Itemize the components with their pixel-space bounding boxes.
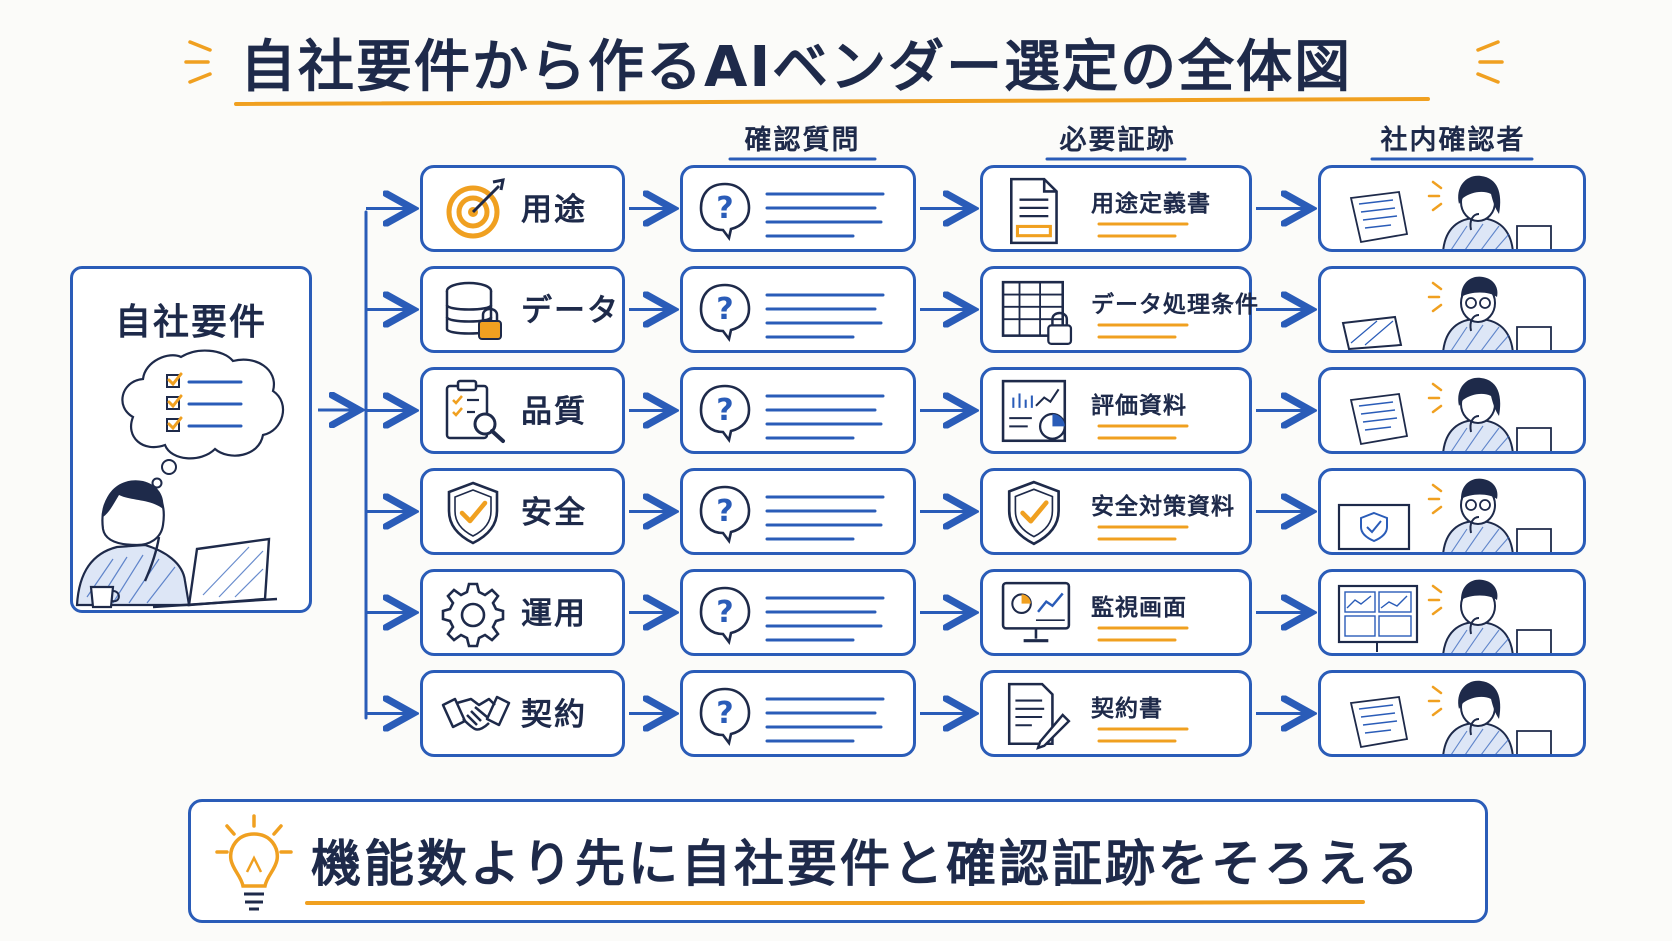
category-box: 品質 — [420, 367, 625, 454]
shield-check-icon — [447, 481, 499, 545]
contract-pen-icon — [1007, 682, 1071, 750]
category-label: 運用 — [521, 596, 587, 632]
reviewer-illustration — [1341, 276, 1552, 350]
question-box: ? — [680, 367, 916, 454]
evidence-box: 契約書 — [980, 670, 1252, 757]
category-box: 用途 — [420, 165, 625, 252]
category-label: 契約 — [521, 697, 587, 733]
gear-icon — [441, 582, 505, 648]
svg-text:?: ? — [716, 696, 733, 731]
requirements-title: 自社要件 — [114, 302, 267, 343]
title-sparkle-right — [1476, 40, 1504, 84]
evidence-accent-lines — [1097, 323, 1189, 339]
column-heading-evidence: 必要証跡 — [1059, 125, 1176, 156]
svg-text:?: ? — [716, 494, 733, 529]
evidence-label: 契約書 — [1091, 696, 1163, 722]
evidence-label: 評価資料 — [1091, 393, 1187, 419]
reviewer-box — [1318, 569, 1586, 656]
svg-text:?: ? — [716, 595, 733, 630]
thinking-person-illustration — [75, 349, 284, 609]
evidence-accent-lines — [1097, 626, 1189, 642]
column-heading-reviewers: 社内確認者 — [1380, 125, 1526, 156]
evidence-label: 安全対策資料 — [1091, 494, 1235, 520]
question-text-lines — [765, 697, 885, 743]
svg-text:?: ? — [716, 191, 733, 226]
question-box: ? — [680, 266, 916, 353]
question-box: ? — [680, 468, 916, 555]
question-box: ? — [680, 670, 916, 757]
category-label: 用途 — [521, 192, 587, 228]
reviewer-illustration — [1349, 377, 1552, 451]
question-text-lines — [765, 192, 885, 238]
column-heading-questions: 確認質問 — [744, 125, 861, 156]
reviewer-box — [1318, 367, 1586, 454]
reviewer-illustration — [1337, 579, 1552, 653]
question-text-lines — [765, 596, 885, 642]
evidence-accent-lines — [1097, 424, 1189, 440]
summary-underline — [305, 900, 1365, 905]
question-text-lines — [765, 293, 885, 339]
summary-banner: 機能数より先に自社要件と確認証跡をそろえる — [188, 799, 1488, 923]
reviewer-box — [1318, 266, 1586, 353]
reviewer-box — [1318, 165, 1586, 252]
question-text-lines — [765, 495, 885, 541]
question-box: ? — [680, 569, 916, 656]
page-title: 自社要件から作るAIベンダー選定の全体図 — [240, 35, 1353, 100]
checklist-icon — [166, 372, 243, 432]
question-bubble-icon: ? — [699, 485, 751, 545]
evidence-box: 安全対策資料 — [980, 468, 1252, 555]
monitor-dashboard-icon — [1001, 581, 1071, 643]
lightbulb-icon — [215, 814, 293, 911]
category-box: 安全 — [420, 468, 625, 555]
category-box: 契約 — [420, 670, 625, 757]
question-bubble-icon: ? — [699, 182, 751, 242]
question-bubble-icon: ? — [699, 687, 751, 747]
svg-text:?: ? — [716, 292, 733, 327]
spreadsheet-lock-icon — [1001, 280, 1073, 346]
reviewer-illustration — [1349, 680, 1552, 754]
document-icon — [1010, 177, 1058, 245]
reviewer-box — [1318, 468, 1586, 555]
category-label: 安全 — [521, 495, 587, 531]
target-icon — [446, 178, 505, 239]
reviewer-illustration — [1349, 175, 1552, 249]
evidence-accent-lines — [1097, 525, 1189, 541]
requirements-box: 自社要件 — [70, 266, 312, 613]
database-lock-icon — [445, 281, 502, 340]
category-box: データ — [420, 266, 625, 353]
question-bubble-icon: ? — [699, 283, 751, 343]
evidence-box: 評価資料 — [980, 367, 1252, 454]
evidence-accent-lines — [1097, 222, 1189, 238]
evidence-label: 監視画面 — [1091, 595, 1187, 621]
clipboard-search-icon — [445, 379, 505, 443]
question-bubble-icon: ? — [699, 384, 751, 444]
category-box: 運用 — [420, 569, 625, 656]
shield-check-icon — [1007, 480, 1060, 546]
evidence-accent-lines — [1097, 727, 1189, 743]
question-box: ? — [680, 165, 916, 252]
evidence-box: 監視画面 — [980, 569, 1252, 656]
reviewer-box — [1318, 670, 1586, 757]
evidence-label: 用途定義書 — [1091, 191, 1211, 217]
title-underline — [234, 97, 1430, 106]
category-label: データ — [521, 293, 620, 329]
chart-report-icon — [1001, 379, 1067, 443]
evidence-box: データ処理条件 — [980, 266, 1258, 353]
svg-text:?: ? — [716, 393, 733, 428]
reviewer-illustration — [1337, 478, 1552, 552]
summary-text: 機能数より先に自社要件と確認証跡をそろえる — [311, 835, 1422, 893]
title-sparkle-left — [184, 40, 212, 84]
category-label: 品質 — [521, 394, 587, 430]
handshake-icon — [441, 695, 511, 731]
evidence-label: データ処理条件 — [1091, 292, 1259, 318]
question-text-lines — [765, 394, 885, 440]
evidence-box: 用途定義書 — [980, 165, 1252, 252]
question-bubble-icon: ? — [699, 586, 751, 646]
